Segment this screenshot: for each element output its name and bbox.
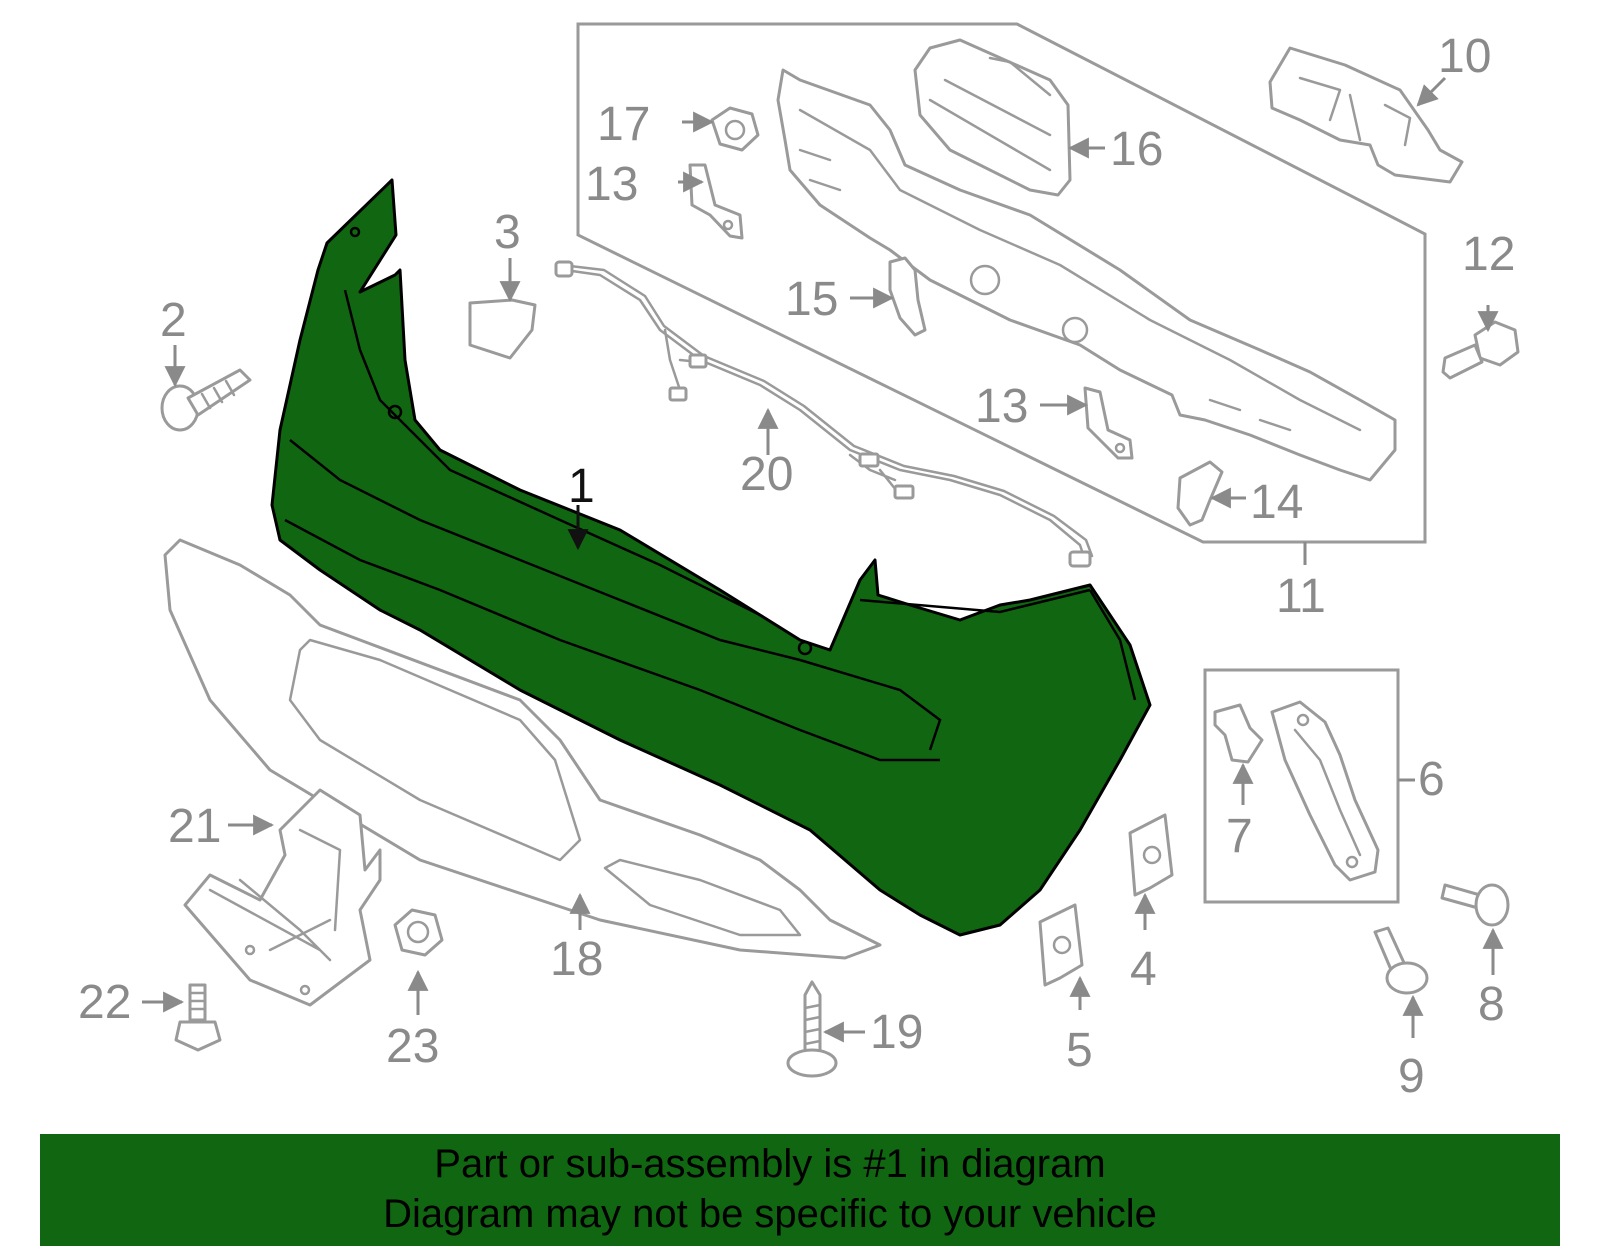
callout-15: 15 [785, 273, 838, 326]
part-12-bolt [1441, 320, 1520, 380]
callout-12: 12 [1462, 228, 1515, 281]
callout-11: 11 [1276, 570, 1326, 623]
info-banner: Part or sub-assembly is #1 in diagram Di… [40, 1134, 1560, 1246]
part-1-bumper-cover [270, 178, 1152, 937]
callout-7: 7 [1226, 810, 1253, 863]
part-23-nut [393, 908, 444, 957]
part-11-reinforcement [776, 68, 1397, 482]
callout-5: 5 [1066, 1024, 1093, 1077]
callout-6: 6 [1418, 753, 1445, 806]
assembly-box-6 [1203, 668, 1400, 904]
part-10-bracket [1268, 46, 1464, 184]
part-20-wiring-harness [554, 260, 1094, 568]
part-9-screw [1373, 926, 1429, 995]
callout-9: 9 [1398, 1050, 1425, 1103]
part-13-bracket-top [688, 163, 744, 240]
callout-13-top: 13 [585, 158, 638, 211]
part-5-clip [1038, 903, 1084, 987]
callout-3: 3 [494, 206, 521, 259]
callout-8: 8 [1478, 978, 1505, 1031]
part-16-absorber [913, 38, 1072, 197]
part-13-bracket-lower [1083, 386, 1134, 460]
callout-18: 18 [550, 933, 603, 986]
callout-13-lower: 13 [975, 380, 1028, 433]
callout-21: 21 [168, 800, 221, 853]
callout-20: 20 [740, 448, 793, 501]
callout-2: 2 [160, 294, 187, 347]
callout-19: 19 [870, 1006, 923, 1059]
part-3-cover [468, 298, 537, 360]
callout-17: 17 [597, 98, 650, 151]
callout-4: 4 [1130, 943, 1157, 996]
callout-10: 10 [1438, 30, 1491, 83]
banner-line-1: Part or sub-assembly is #1 in diagram [434, 1142, 1106, 1186]
callout-22: 22 [78, 976, 131, 1029]
part-14-clip [1176, 460, 1224, 527]
part-4-clip [1128, 813, 1174, 897]
callout-1: 1 [568, 460, 595, 513]
assembly-box-11 [576, 22, 1427, 544]
part-8-screw [1440, 883, 1510, 927]
callout-23: 23 [386, 1020, 439, 1073]
part-7-clip [1213, 703, 1264, 764]
part-19-screw [786, 980, 838, 1078]
part-2-screw [160, 368, 252, 432]
part-21-bracket [183, 788, 382, 1007]
callout-16: 16 [1110, 123, 1163, 176]
part-6-bracket [1270, 700, 1380, 882]
banner-line-2: Diagram may not be specific to your vehi… [383, 1192, 1157, 1236]
callout-14: 14 [1250, 476, 1303, 529]
part-17-nut [710, 106, 760, 152]
part-22-bolt [174, 983, 222, 1052]
